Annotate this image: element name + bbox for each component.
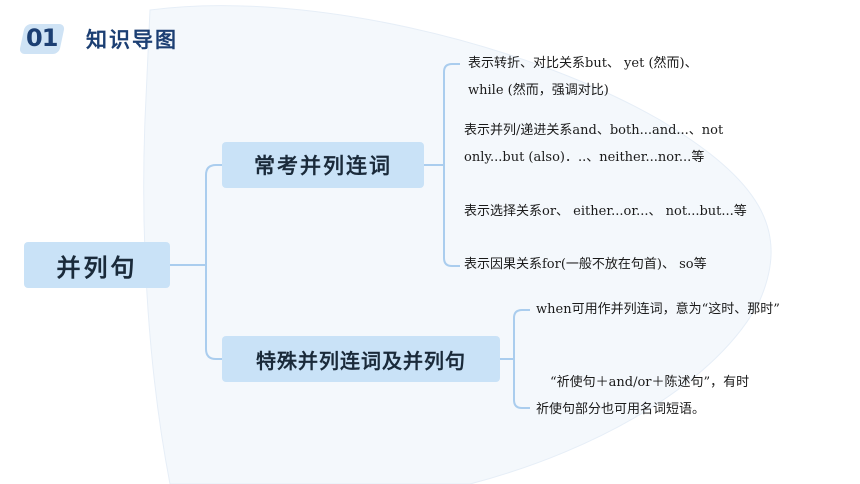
- leaf-parallel: 表示并列/递进关系and、both...and...、not only...bu…: [464, 123, 724, 165]
- connector-branch-1-leaf-1: [443, 63, 460, 165]
- leaf-contrast: 表示转折、对比关系but、 yet (然而)、 while (然而，强调对比): [468, 56, 698, 98]
- connector-branch-2-leaf-2: [513, 359, 530, 409]
- section-number-badge: 01: [18, 22, 68, 56]
- leaf-when: when可用作并列连词，意为“这时、那时”: [536, 302, 780, 317]
- leaf-imperative: “祈使句＋and/or＋陈述句”，有时 祈使句部分也可用名词短语。: [536, 375, 750, 417]
- connector-root-to-branch-1: [205, 164, 222, 265]
- branch-node-common-conjunctions: 常考并列连词: [222, 142, 424, 188]
- leaf-choice: 表示选择关系or、 either...or...、 not...but...等: [464, 204, 747, 219]
- section-header: 01 知识导图: [18, 22, 178, 56]
- root-node: 并列句: [24, 242, 170, 288]
- leaf-cause: 表示因果关系for(一般不放在句首)、 so等: [464, 257, 707, 272]
- connector-root-to-branch-2: [205, 265, 222, 360]
- branch-node-special-conjunctions: 特殊并列连词及并列句: [222, 336, 500, 382]
- section-title: 知识导图: [86, 28, 178, 52]
- section-number: 01: [26, 24, 58, 52]
- connector-branch-2-leaf-1: [513, 309, 530, 359]
- connector-branch-1-leaf-4: [443, 165, 460, 267]
